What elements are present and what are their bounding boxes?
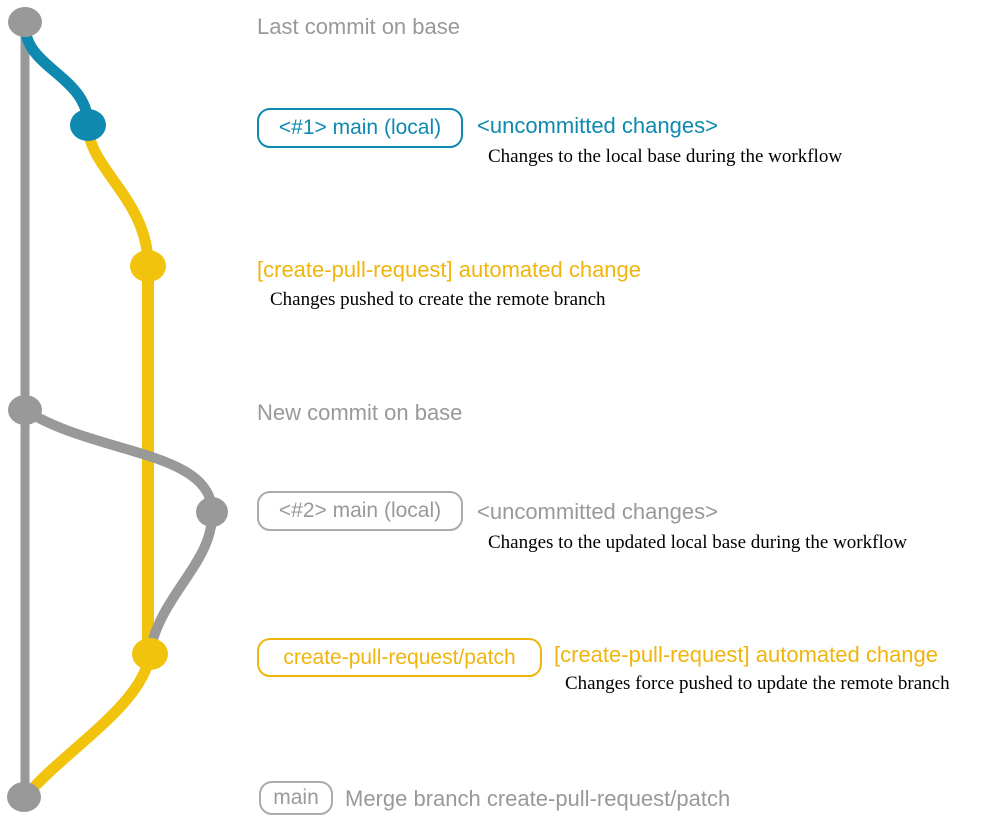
- commit-description-2: Changes pushed to create the remote bran…: [270, 289, 606, 310]
- commit-description-4: Changes force pushed to update the remot…: [565, 673, 950, 694]
- local-branch-line-1: [19, 24, 94, 123]
- commit-message-uncommitted-1: <uncommitted changes>: [477, 113, 718, 138]
- commit-dot-base-2: [8, 395, 42, 425]
- commit-dot-patch-1: [130, 250, 166, 282]
- patch-branch-line-1: [82, 124, 154, 263]
- commit-message-automated-1: [create-pull-request] automated change: [257, 257, 642, 282]
- local-branch-line-2a: [22, 405, 217, 513]
- commit-dot-patch-2: [132, 638, 168, 670]
- annotation-new-commit-on-base: New commit on base: [257, 400, 463, 425]
- annotation-last-commit-on-base: Last commit on base: [257, 14, 460, 39]
- commit-description-3: Changes to the updated local base during…: [488, 532, 907, 553]
- commit-message-automated-2: [create-pull-request] automated change: [554, 642, 939, 667]
- merge-line: [21, 652, 156, 800]
- commit-dot-merge: [7, 782, 41, 812]
- local-branch-line-2b: [145, 511, 218, 653]
- branch-badge-create-pull-request-patch: create-pull-request/patch: [257, 638, 542, 677]
- branch-badge-main-local-1: <#1> main (local): [257, 108, 463, 148]
- branch-badge-main-local-2: <#2> main (local): [257, 491, 463, 531]
- commit-dot-base-1: [8, 7, 42, 37]
- commit-message-uncommitted-2: <uncommitted changes>: [477, 499, 718, 524]
- branch-badge-main: main: [259, 781, 333, 815]
- commit-message-merge: Merge branch create-pull-request/patch: [345, 786, 731, 811]
- commit-dot-local-1: [70, 109, 106, 141]
- commit-description-1: Changes to the local base during the wor…: [488, 146, 843, 167]
- commit-dot-local-2: [196, 497, 228, 527]
